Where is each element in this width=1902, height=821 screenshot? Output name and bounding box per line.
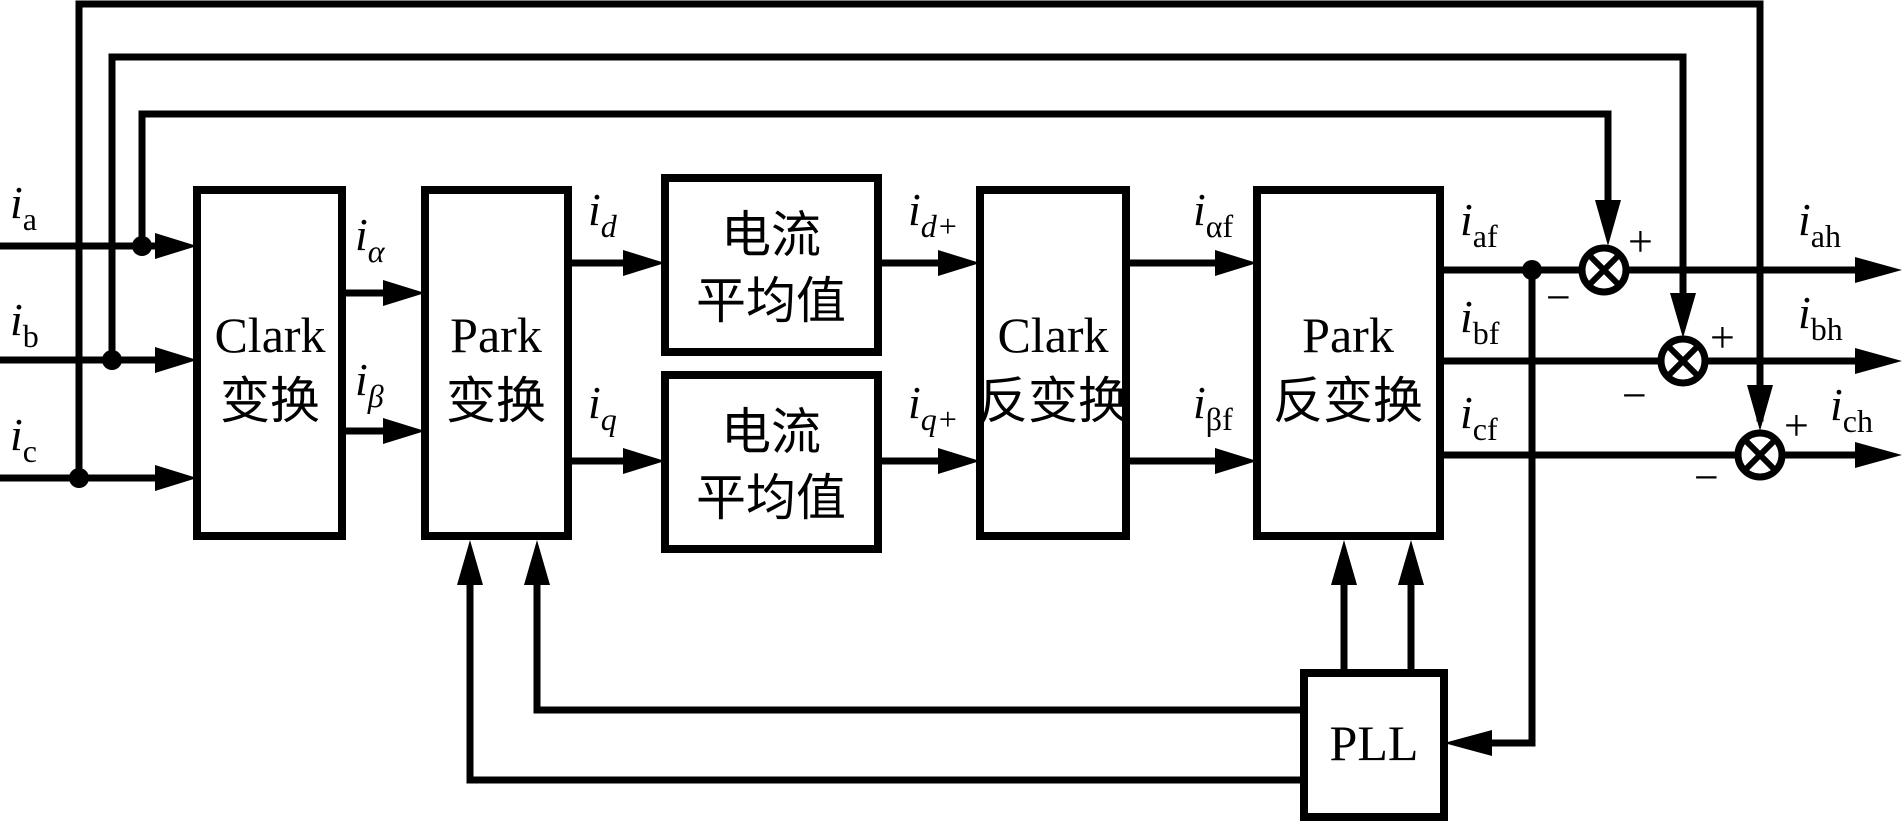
wire-ia-bypass (138, 110, 1612, 250)
block-avg-d-line2: 平均值 (696, 273, 846, 329)
arrow-sum-a-plus (1595, 200, 1621, 246)
block-avg-q-line2: 平均值 (696, 470, 846, 526)
block-park-line1: Park (450, 307, 542, 363)
block-avg-d-line1: 电流 (721, 207, 821, 263)
label-ibetaf: iβf (1193, 377, 1233, 437)
sum-c-minus: − (1694, 453, 1719, 502)
wire-ib-bypass (108, 53, 1687, 364)
wire-ic-bypass (75, 0, 1764, 482)
label-ibf: ibf (1460, 291, 1500, 351)
arrow-ia (155, 233, 197, 259)
block-clark-inv-line1: Clark (997, 307, 1108, 363)
label-ialpha: iα (355, 209, 386, 269)
arrow-ialpha (383, 280, 425, 306)
block-clark-line2: 变换 (220, 373, 320, 429)
block-pll-label: PLL (1330, 715, 1419, 771)
signal-labels: ia ib ic iα iβ id iq id+ iq+ iαf iβf iaf… (10, 177, 1873, 469)
block-current-average-d[interactable]: 电流 平均值 (661, 174, 882, 356)
label-ibeta: iβ (355, 354, 384, 414)
label-ib: ib (10, 294, 39, 354)
junction-ib (102, 350, 122, 370)
arrow-ibeta (383, 418, 425, 444)
arrow-parkinv-1 (1331, 540, 1357, 585)
arrow-park-1 (524, 540, 550, 585)
block-current-average-q[interactable]: 电流 平均值 (661, 371, 882, 553)
block-avg-q-line1: 电流 (721, 404, 821, 460)
summing-junction-c: + − (1694, 401, 1809, 502)
junction-ia (132, 236, 152, 256)
label-iaf: iaf (1460, 194, 1498, 254)
sum-a-plus: + (1628, 217, 1653, 266)
block-park-inverse[interactable]: Park 反变换 (1253, 186, 1444, 540)
summing-junction-b: + − (1622, 313, 1735, 420)
arrow-iqplus (938, 448, 980, 474)
block-clark[interactable]: Clark 变换 (193, 186, 346, 540)
block-clark-inverse[interactable]: Clark 反变换 (976, 186, 1130, 540)
arrow-ic (155, 465, 197, 491)
summing-junction-a: + − (1546, 217, 1653, 322)
wire-pll-park-2 (466, 571, 1308, 784)
block-park[interactable]: Park 变换 (421, 186, 572, 540)
block-park-line2: 变换 (446, 373, 546, 429)
wires (0, 0, 1879, 784)
label-iq: iq (588, 377, 617, 437)
arrow-ich (1855, 442, 1902, 468)
block-pll[interactable]: PLL (1300, 669, 1448, 821)
arrow-ibh (1855, 348, 1902, 374)
sum-b-minus: − (1622, 371, 1647, 420)
wire-pll-input (1471, 266, 1536, 747)
wire-pll-park-1 (533, 571, 1308, 714)
arrow-park-2 (457, 540, 483, 585)
label-iah: iah (1798, 194, 1841, 254)
label-ialphaf: iαf (1193, 184, 1234, 244)
block-clark-line1: Clark (214, 307, 325, 363)
block-park-inv-line2: 反变换 (1273, 373, 1423, 429)
label-ibh: ibh (1798, 287, 1843, 347)
arrow-idplus (938, 250, 980, 276)
block-clark-inv-line2: 反变换 (978, 373, 1128, 429)
arrow-ib (155, 347, 197, 373)
sum-c-plus: + (1784, 401, 1809, 450)
label-id: id (588, 184, 618, 244)
arrow-iq (623, 448, 665, 474)
sum-a-minus: − (1546, 273, 1571, 322)
arrow-pll-in (1444, 730, 1492, 756)
label-ic: ic (10, 409, 37, 469)
label-icf: icf (1460, 387, 1498, 447)
label-iqplus: iq+ (908, 377, 958, 437)
sum-b-plus: + (1710, 313, 1735, 362)
label-ia: ia (10, 177, 37, 237)
block-park-inv-line1: Park (1302, 307, 1394, 363)
arrow-parkinv-2 (1398, 540, 1424, 585)
arrow-sum-b-plus (1670, 293, 1696, 338)
label-ich: ich (1830, 379, 1873, 439)
label-idplus: id+ (908, 184, 958, 244)
arrow-ibetaf (1215, 448, 1257, 474)
arrow-sum-c-plus (1747, 385, 1773, 431)
junction-iaf (1522, 260, 1542, 280)
arrowheads (155, 200, 1902, 756)
junction-ic (69, 468, 89, 488)
arrow-iah (1855, 257, 1902, 283)
arrow-id (623, 250, 665, 276)
arrow-ialphaf (1215, 250, 1257, 276)
